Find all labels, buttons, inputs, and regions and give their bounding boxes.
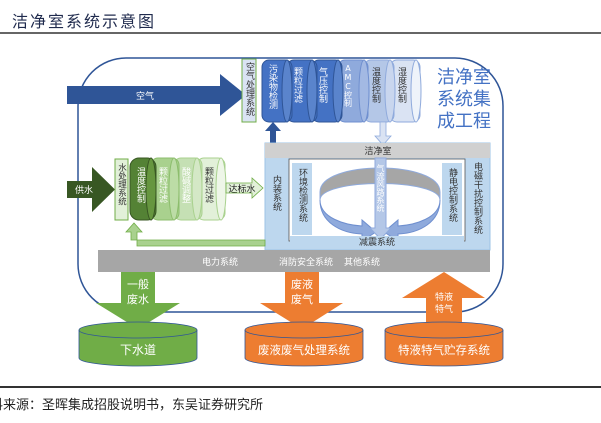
air-processing-box xyxy=(241,58,257,123)
water-stage-1: 温度控制 xyxy=(129,157,157,221)
vibration-label: 减震系统 xyxy=(359,236,395,248)
waste-water-label-2: 废水 xyxy=(127,292,149,306)
base-system-other: 其他系统 xyxy=(344,256,380,268)
esd-control-panel xyxy=(442,163,462,235)
project-label-line2: 系统集 xyxy=(437,89,491,110)
special-storage-tank: 特液特气贮存系统 xyxy=(384,321,504,367)
air-stage-4: AMC控制 xyxy=(337,59,370,123)
base-systems-bar xyxy=(98,250,490,272)
air-stages: 湿度控制 温度控制 AMC控制 气压控制 颗粒过滤 污染物检测 xyxy=(261,59,422,123)
compliant-water-arrow xyxy=(225,177,264,199)
water-stages: 颗粒过滤 酸碱调整 颗粒过滤 温度控制 xyxy=(129,157,227,221)
special-liquid-gas-label-1: 特液 xyxy=(435,291,453,303)
project-label-line1: 洁净室 xyxy=(437,67,491,88)
up-arrow-air xyxy=(265,122,281,145)
water-stage-4: 颗粒过滤 xyxy=(196,157,227,221)
airflow-ring-back xyxy=(319,167,441,201)
air-stage-6: 湿度控制 xyxy=(389,59,422,123)
down-arrow-air xyxy=(374,121,392,146)
waste-liquid-gas-arrow xyxy=(260,272,343,329)
cleanroom-header xyxy=(265,143,490,158)
water-stage-label: 颗粒过滤 xyxy=(203,167,214,204)
special-liquid-gas-arrow xyxy=(402,272,485,330)
air-stage-1: 污染物检测 xyxy=(261,59,293,123)
air-processing-label: 空气处理系统 xyxy=(244,61,255,117)
airflow-duct-arrow xyxy=(368,157,393,240)
airflow-label: 气流风路系统 xyxy=(376,163,385,213)
air-stage-label: 颗粒过滤 xyxy=(292,67,303,104)
cleanroom-header-label: 洁净室 xyxy=(364,145,391,157)
air-stage-2: 颗粒过滤 xyxy=(286,59,318,123)
air-arrow xyxy=(67,74,246,116)
air-stage-label: 污染物检测 xyxy=(267,63,278,110)
air-stage-label: 温度控制 xyxy=(370,67,381,103)
air-stage-5: 温度控制 xyxy=(363,59,396,123)
water-supply-label: 供水 xyxy=(75,184,93,196)
air-stage-label: AMC控制 xyxy=(344,64,353,108)
air-stage-label: 气压控制 xyxy=(317,66,328,103)
waste-water-label-1: 一般 xyxy=(127,278,149,291)
figure-title: ：洁净室系统示意图 xyxy=(0,12,157,31)
waste-water-arrow xyxy=(96,272,180,329)
env-monitoring-panel xyxy=(292,163,312,235)
waste-liquid-gas-label-1: 废液 xyxy=(291,277,313,291)
special-liquid-gas-label-2: 特气 xyxy=(435,303,453,315)
base-system-fire: 消防安全系统 xyxy=(279,256,333,268)
sewer-label: 下水道 xyxy=(120,343,156,357)
interior-system-label: 内装系统 xyxy=(271,174,282,212)
water-stage-2: 颗粒过滤 xyxy=(150,157,180,221)
water-stage-label: 温度控制 xyxy=(135,167,146,203)
source-note: 料来源：圣晖集成招股说明书，东吴证券研究所 xyxy=(0,398,264,413)
sewer-tank: 下水道 xyxy=(78,321,198,367)
water-stage-3: 酸碱调整 xyxy=(173,157,203,221)
waste-liquid-gas-label-2: 废气 xyxy=(291,292,313,306)
water-stage-label: 酸碱调整 xyxy=(180,167,191,203)
air-arrow-label: 空气 xyxy=(136,90,154,102)
water-processing-box xyxy=(114,158,129,221)
water-processing-label: 水处理系统 xyxy=(117,162,127,206)
emi-control-label: 电磁干扰控制系统 xyxy=(472,161,483,235)
water-stage-label: 颗粒过滤 xyxy=(157,167,168,204)
special-storage-label: 特液特气贮存系统 xyxy=(398,343,490,357)
vibration-bar xyxy=(290,236,464,247)
project-label-line3: 成工程 xyxy=(437,111,491,132)
env-monitoring-label: 环境检测系统 xyxy=(297,168,308,223)
air-stage-label: 湿度控制 xyxy=(396,67,407,103)
water-supply-arrow xyxy=(67,167,115,212)
waste-treatment-label: 废液废气处理系统 xyxy=(258,343,350,357)
esd-control-label: 静电控制系统 xyxy=(447,167,458,223)
waste-treatment-tank: 废液废气处理系统 xyxy=(244,321,364,367)
water-return-arrow xyxy=(125,222,266,247)
base-system-power: 电力系统 xyxy=(202,256,238,268)
compliant-water-label: 达标水 xyxy=(228,183,255,195)
